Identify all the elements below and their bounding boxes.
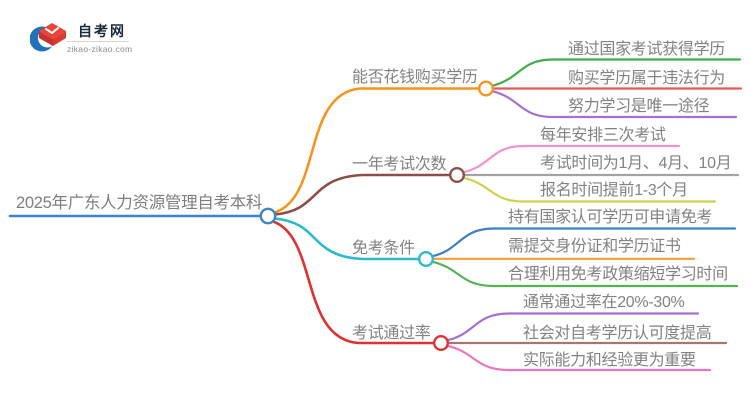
- logo-divider: [67, 41, 129, 42]
- branch-4-child-1-label[interactable]: 通常通过率在20%-30%: [523, 294, 685, 311]
- branch-2-label[interactable]: 一年考试次数: [352, 156, 447, 173]
- branch-3-child-3-label[interactable]: 合理利用免考政策缩短学习时间: [508, 266, 728, 283]
- branch-4-child-3-label[interactable]: 实际能力和经验更为重要: [523, 352, 696, 369]
- link-branch-2: [273, 173, 451, 216]
- graduation-cap-icon: [30, 23, 66, 52]
- root-node-handle[interactable]: [259, 207, 277, 225]
- link-branch-3-child-1: [431, 227, 737, 258]
- link-branch-4: [271, 220, 435, 345]
- branch-3-label[interactable]: 免考条件: [352, 240, 415, 257]
- root-topic-label[interactable]: 2025年广东人力资源管理自考本科: [16, 194, 263, 212]
- branch-1-node-handle[interactable]: [478, 80, 495, 97]
- branch-2-node-handle[interactable]: [449, 166, 466, 183]
- link-branch-2-child-3: [462, 176, 717, 203]
- branch-2-child-1-label[interactable]: 每年安排三次考试: [540, 127, 666, 144]
- link-branch-1-child-1: [491, 58, 742, 87]
- branch-3-node-handle[interactable]: [418, 250, 435, 267]
- branch-3-child-1-label[interactable]: 持有国家认可学历可申请免考: [508, 209, 713, 226]
- link-branch-3: [273, 217, 420, 261]
- branch-4-node-handle[interactable]: [433, 335, 450, 352]
- branch-2-child-2-label[interactable]: 考试时间为1月、4月、10月: [540, 155, 732, 172]
- link-branch-1: [273, 87, 480, 214]
- branch-4-label[interactable]: 考试通过率: [352, 325, 431, 342]
- branch-4-child-2-label[interactable]: 社会对自考学历认可度提高: [523, 325, 712, 342]
- branch-2-child-3-label[interactable]: 报名时间提前1-3个月: [540, 182, 688, 199]
- site-logo[interactable]: 自考网 zikao-zikao.com: [28, 14, 148, 58]
- link-branch-4-child-3: [446, 344, 712, 372]
- branch-3-child-2-label[interactable]: 需提交身份证和学历证书: [508, 238, 681, 255]
- branch-1-child-3-label[interactable]: 努力学习是唯一途径: [568, 98, 710, 115]
- link-branch-3-child-3: [431, 260, 739, 288]
- link-branch-4-child-1: [446, 312, 700, 342]
- branch-1-child-1-label[interactable]: 通过国家考试获得学历: [568, 41, 726, 58]
- link-branch-2-child-1: [462, 144, 681, 174]
- logo-url: zikao-zikao.com: [67, 44, 133, 54]
- link-branch-1-child-3: [491, 90, 738, 119]
- branch-1-label[interactable]: 能否花钱购买学历: [352, 69, 478, 86]
- logo-title: 自考网: [78, 23, 126, 39]
- branch-1-child-2-label[interactable]: 购买学历属于违法行为: [568, 70, 726, 87]
